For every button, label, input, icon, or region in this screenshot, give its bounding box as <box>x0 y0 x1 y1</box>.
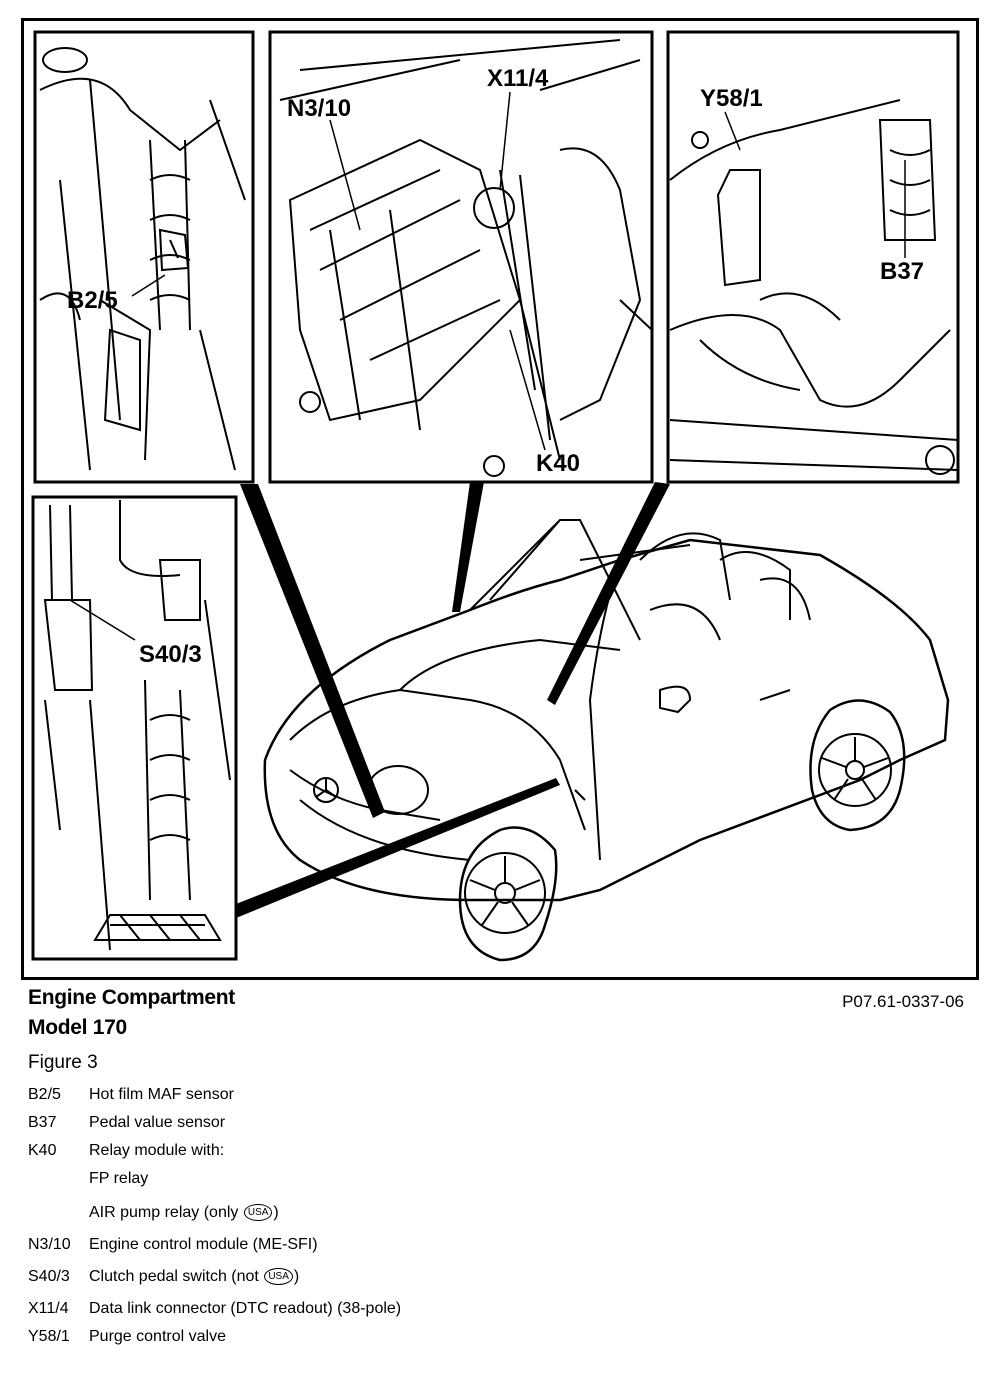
caption-title: Engine Compartment <box>28 986 235 1009</box>
legend-code: B37 <box>28 1114 57 1131</box>
car-illustration <box>263 519 950 962</box>
engine-compartment-diagram: B2/5 N3/10 X11/4 K40 Y58/1 B37 S40/3 <box>31 30 960 962</box>
legend: B2/5 Hot film MAF sensor B37 Pedal value… <box>28 1086 668 1356</box>
callout-s40-3: S40/3 <box>139 641 202 668</box>
legend-code: N3/10 <box>28 1236 71 1253</box>
callout-n3-10: N3/10 <box>287 95 351 122</box>
callout-y58-1: Y58/1 <box>700 85 763 112</box>
inset-n3-10-x11-4-k40 <box>268 30 654 484</box>
legend-text: AIR pump relay (only <box>89 1204 239 1221</box>
callout-b37: B37 <box>880 258 924 285</box>
legend-row: AIR pump relay (only USA) <box>28 1204 668 1236</box>
inset-s40-3 <box>31 495 238 961</box>
usa-badge: USA <box>243 1204 273 1222</box>
legend-row: N3/10 Engine control module (ME-SFI) <box>28 1236 668 1268</box>
legend-text: Pedal value sensor <box>89 1114 226 1131</box>
legend-text: Relay module with: <box>89 1142 225 1159</box>
legend-row: X11/4 Data link connector (DTC readout) … <box>28 1300 668 1328</box>
figure-label: Figure 3 <box>28 1052 98 1073</box>
leader-wedges <box>236 482 670 918</box>
legend-row: B2/5 Hot film MAF sensor <box>28 1086 668 1114</box>
legend-row: K40 Relay module with: <box>28 1142 668 1170</box>
legend-row: FP relay <box>28 1170 668 1204</box>
usa-badge: USA <box>264 1268 293 1286</box>
legend-text: Clutch pedal switch (not <box>89 1268 259 1285</box>
callout-b2-5: B2/5 <box>67 287 118 314</box>
legend-text: Data link connector (DTC readout) (38-po… <box>89 1300 402 1317</box>
caption-model: Model 170 <box>28 1016 127 1039</box>
legend-row: Y58/1 Purge control valve <box>28 1328 668 1356</box>
legend-text: Engine control module (ME-SFI) <box>89 1236 318 1253</box>
legend-text: Purge control valve <box>89 1328 226 1345</box>
figure-number: P07.61-0337-06 <box>842 992 964 1011</box>
callout-k40: K40 <box>536 450 580 477</box>
legend-code: Y58/1 <box>28 1328 70 1345</box>
legend-text-suffix: ) <box>293 1268 300 1285</box>
legend-row: B37 Pedal value sensor <box>28 1114 668 1142</box>
legend-text: FP relay <box>89 1170 149 1187</box>
legend-code: K40 <box>28 1142 57 1159</box>
legend-code: S40/3 <box>28 1268 70 1285</box>
legend-code: B2/5 <box>28 1086 61 1103</box>
callout-x11-4: X11/4 <box>487 65 549 92</box>
diagram-frame <box>21 18 979 980</box>
inset-b2-5 <box>33 30 255 484</box>
legend-code: X11/4 <box>28 1300 69 1317</box>
legend-row: S40/3 Clutch pedal switch (not USA) <box>28 1268 668 1300</box>
legend-text-suffix: ) <box>273 1204 279 1221</box>
legend-text: Hot film MAF sensor <box>89 1086 234 1103</box>
inset-y58-1-b37 <box>666 30 960 484</box>
callout-leader-lines <box>69 91 906 641</box>
